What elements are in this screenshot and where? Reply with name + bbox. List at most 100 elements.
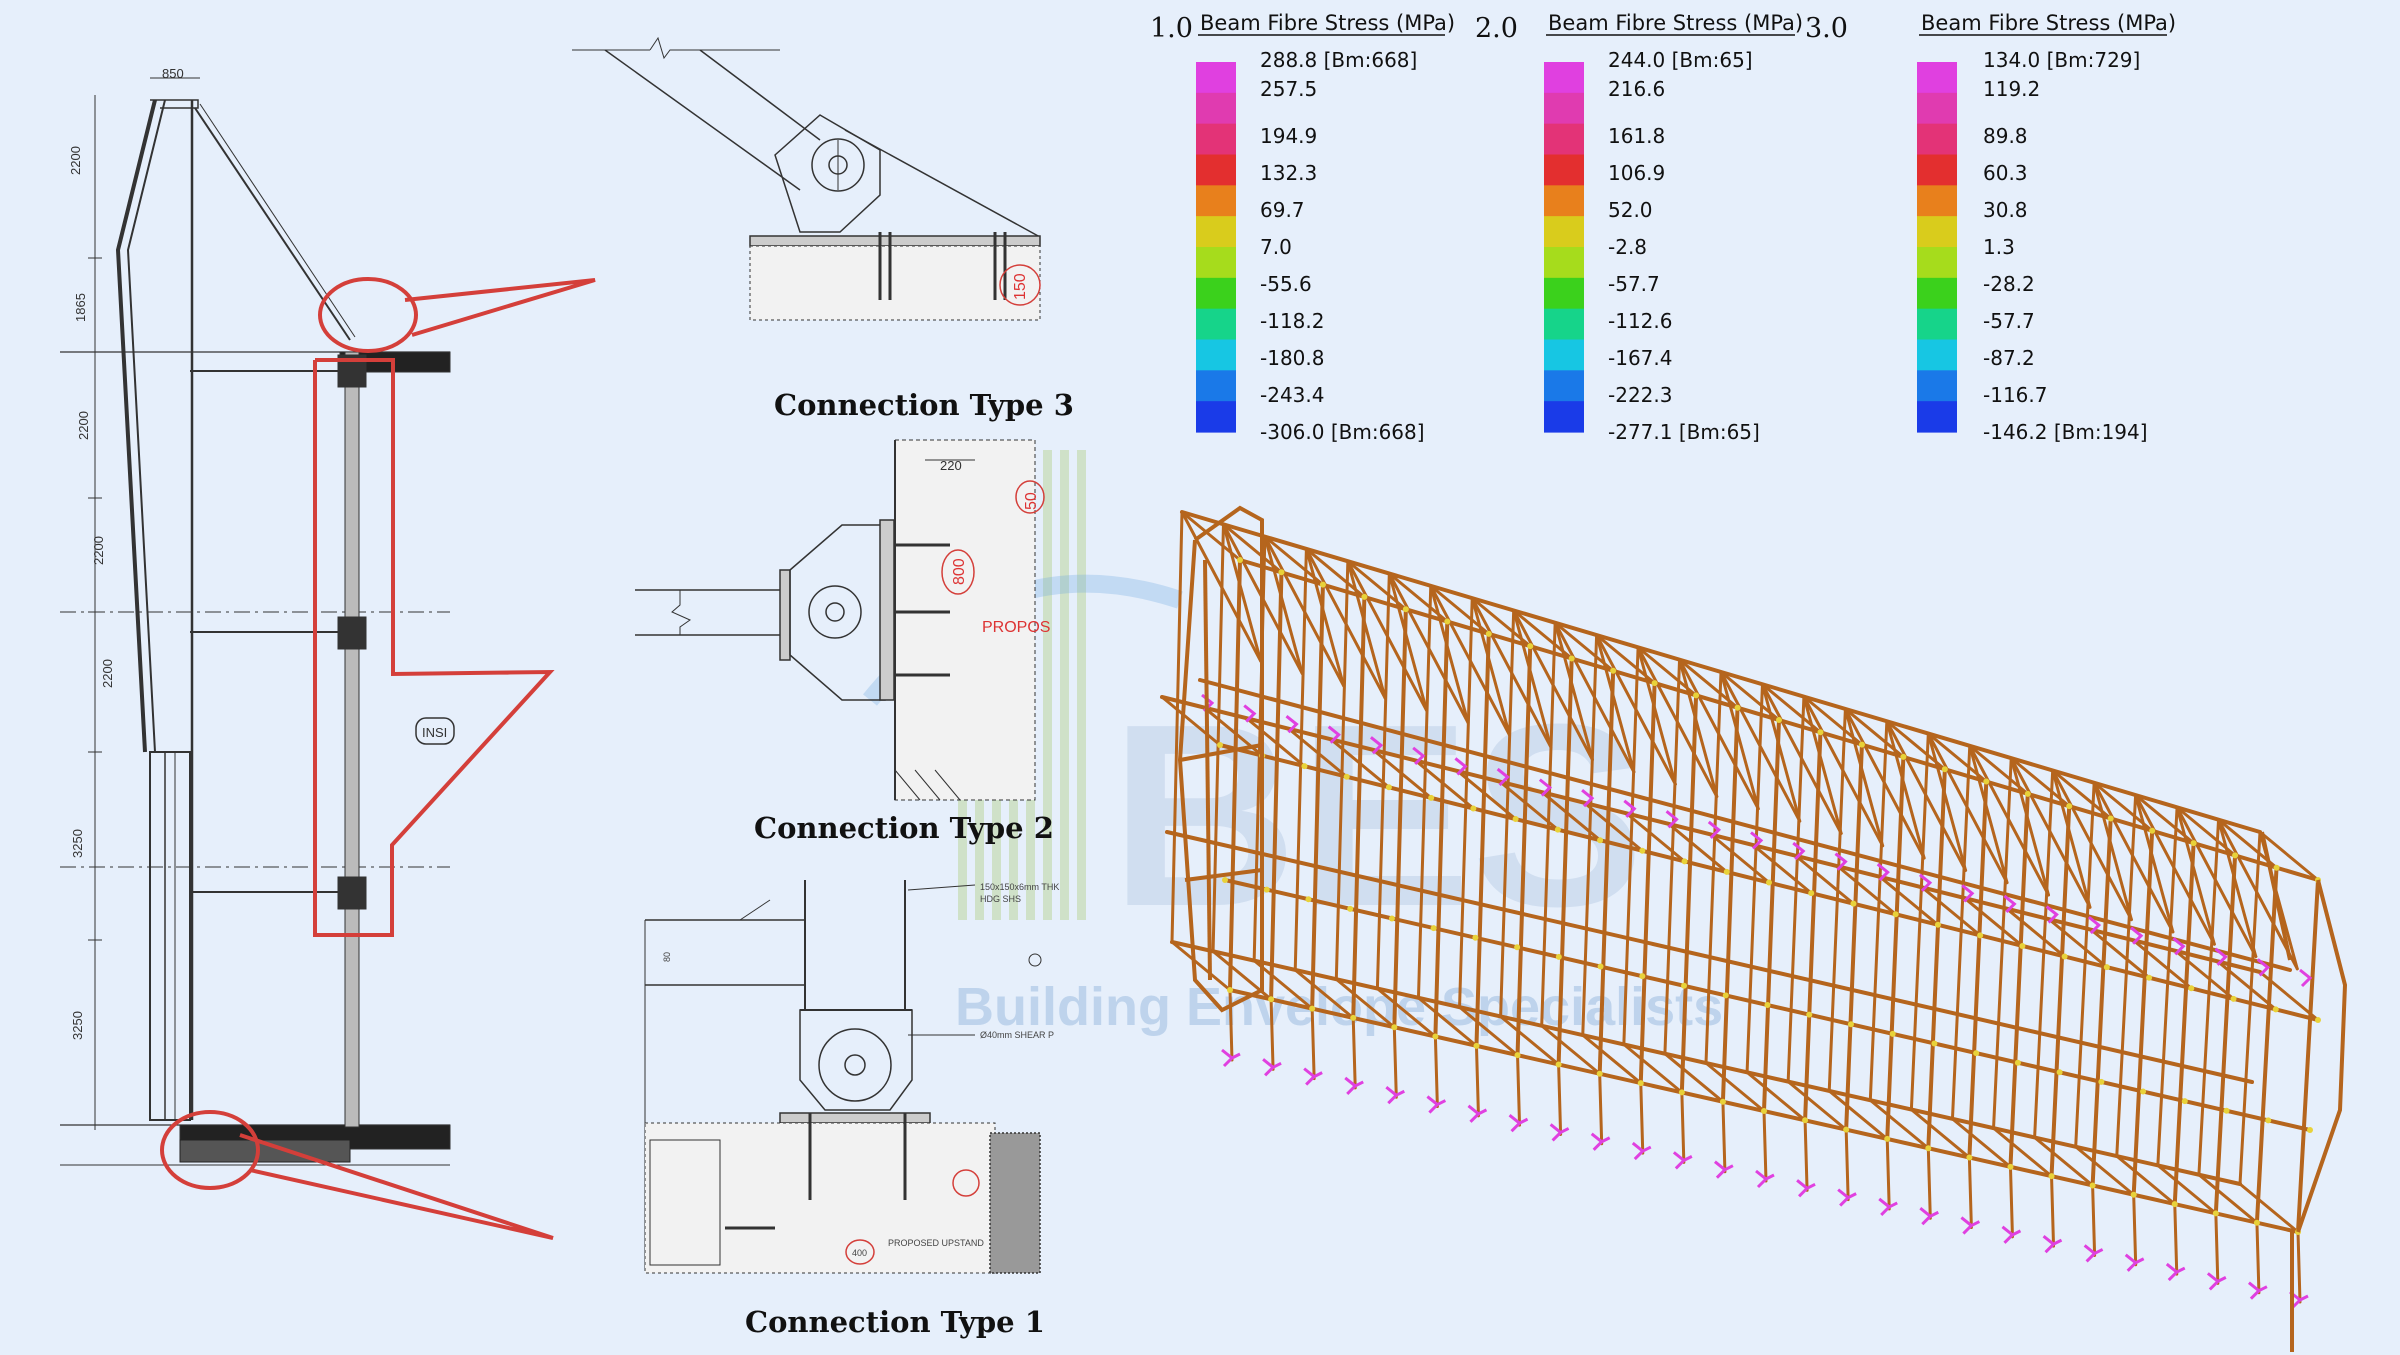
frame-node [2273,864,2280,871]
support-marker [1918,873,1939,1226]
legend-value: -57.7 [1983,309,2035,333]
type2-note: PROPOS [982,619,1050,636]
frame-member [1474,1044,1480,1118]
dim-6: 3250 [70,829,85,858]
legend-color-swatch [1917,401,1957,433]
frame-member [1885,1137,1891,1211]
frame-node [2048,1173,2055,1180]
frame-member [2197,818,2221,1177]
frame-member [2156,805,2179,1167]
frame-node [1309,1005,1316,1012]
frame-member [2258,830,2320,882]
frame-member [1304,547,1346,688]
frame-member [1293,547,1308,972]
callout-type1-leader [239,1133,554,1240]
detail-connection-type2 [635,439,1045,801]
frame-node [1554,826,1561,833]
legend-value: -243.4 [1260,383,1324,407]
frame-member [2172,841,2196,1207]
frame-member [1803,1118,1809,1192]
frame-member [1622,1042,1684,1094]
frame-member [1293,968,1355,1020]
frame-node [2066,803,2073,810]
frame-member [1836,864,1898,916]
frame-node [1391,1024,1398,1031]
frame-node [1973,1050,1980,1057]
frame-member [1595,633,1636,774]
frame-member [2254,865,2279,1225]
frame-member [1540,1024,1602,1076]
frame-member [1909,1108,1971,1160]
frame-member [2033,1135,2095,1187]
frame-node [1263,886,1270,893]
frame-node [1610,667,1617,674]
frame-node [1597,963,1604,970]
type1-upstand-note: PROPOSED UPSTAND [888,1238,984,1248]
frame-member [2131,828,2155,1197]
frame-node [1723,868,1730,875]
frame-node [1719,1098,1726,1105]
frame-node [2149,827,2156,834]
frame-member [1721,1100,1727,1174]
frame-member [2115,1154,2177,1206]
frame-node [1802,1117,1809,1124]
frame-member [1827,1089,1889,1141]
frame-node [1555,1061,1562,1068]
frame-node [2056,1069,2063,1076]
frame-node [2146,974,2153,981]
frame-member [1470,596,1511,737]
legend-color-swatch [1196,216,1236,248]
legend-value: -112.6 [1608,309,1672,333]
frame-member [1582,801,1644,853]
callout-type3-leader [404,278,596,337]
frame-member [1269,570,1284,1002]
frame-member [1392,607,1408,1030]
frame-node [1278,569,1285,576]
frame-node [1361,593,1368,600]
legend-color-swatch [1544,401,1584,433]
frame-members [1160,510,2320,1304]
frame-node [1850,900,1857,907]
legend-id: 2.0 [1475,13,1518,44]
frame-member [1557,1062,1563,1136]
frame-node [1681,858,1688,865]
frame-member [1170,510,1184,944]
frame-node [2024,790,2031,797]
support-marker [1876,863,1898,1216]
callout-type1-ring [160,1110,260,1190]
detail-connection-type3 [572,36,1041,321]
frame-member [2213,853,2238,1216]
frame-member [1170,940,1232,992]
frame-member [2255,1221,2261,1295]
frame-member [1762,718,1781,1113]
frame-member [2074,1145,2136,1197]
legend-color-swatch [1544,92,1584,125]
legend-color-swatch [1917,92,1957,125]
frame-node [1227,987,1233,993]
type1-note-shs: 150x150x6mm THK [980,882,1059,892]
frame-member [1198,678,2292,972]
support-marker [1623,799,1652,1161]
frame-member [1392,1025,1398,1099]
frame-node [1766,879,1772,886]
type2-dim: 220 [940,458,962,473]
frame-node [1734,704,1741,711]
support-marker [2206,947,2228,1291]
frame-member [1793,854,1855,906]
frame-member [1433,1035,1439,1109]
frame-member [2089,928,2151,980]
frame-member [2216,959,2278,1011]
frame-member [2296,1230,2302,1304]
legend-value: 161.8 [1608,124,1665,148]
caption-connection-type3: Connection Type 3 [774,388,1074,422]
frame-member [1868,1098,1930,1150]
support-marker [1707,820,1734,1179]
frame-member [1416,996,1478,1048]
frame-node [1217,742,1223,748]
frame-member [1868,719,1889,1102]
legend-color-swatch [1196,123,1236,156]
frame-node [1889,1030,1896,1037]
type2-cloud-50: 50 [1023,492,1040,510]
